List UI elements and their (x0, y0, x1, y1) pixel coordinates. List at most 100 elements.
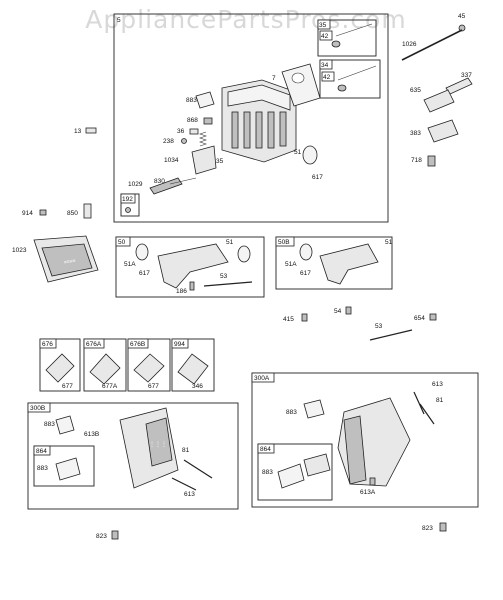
heat-shield-676B-part (133, 353, 165, 383)
intake-manifold-50B-part (319, 243, 379, 285)
callout-883b: 883 (286, 409, 297, 416)
callout-51b: 51 (226, 239, 234, 246)
valve-spring-part (199, 131, 207, 147)
callout-51c: 51 (385, 239, 393, 246)
gasket-883-864b-part (55, 457, 81, 481)
tube-53b-part (369, 329, 413, 341)
callout-50B: 50B (278, 239, 290, 246)
rocker-stud-part (189, 128, 199, 135)
callout-238: 238 (163, 138, 174, 145)
callout-36: 36 (177, 128, 185, 135)
assembly-box-994 (171, 338, 215, 392)
heat-shield-676A-part (89, 353, 121, 385)
callout-635: 635 (410, 87, 421, 94)
callout-613b: 613 (184, 491, 195, 498)
callout-864a: 864 (260, 446, 271, 453)
callout-823a: 823 (96, 533, 107, 540)
spark-plug-part (445, 77, 473, 95)
head-bolt-13-part (85, 127, 97, 134)
leader-830 (169, 177, 197, 185)
callout-7: 7 (272, 75, 276, 82)
callout-718: 718 (411, 157, 422, 164)
callout-883c: 883 (262, 469, 273, 476)
callout-994: 994 (174, 341, 185, 348)
callout-337: 337 (461, 72, 472, 79)
callout-tab-300B (27, 402, 51, 413)
stud-718-part (427, 155, 436, 167)
callout-53a: 53 (220, 273, 228, 280)
callout-613B: 613B (84, 431, 99, 438)
callout-1034: 1034 (164, 157, 179, 164)
gasket-51-box50-part (135, 243, 149, 261)
valve-retainer-part (331, 40, 341, 48)
callout-45: 45 (458, 13, 466, 20)
flange-864a-part (303, 453, 331, 477)
callout-883e: 883 (37, 465, 48, 472)
callout-676A: 676A (86, 341, 102, 348)
callout-tab-300A (251, 372, 275, 383)
screw-415-part (301, 313, 308, 322)
valve-keeper-part (337, 84, 347, 92)
spark-plug-boot-part (423, 89, 455, 113)
pushrod-end-part (458, 24, 466, 32)
pushrod-guide-part (181, 138, 187, 144)
callout-tab-34 (319, 59, 333, 70)
oil-bottle-850-part (83, 203, 92, 219)
watermark-text: AppliancePartsPros.com (85, 5, 406, 34)
assembly-box-676B (127, 338, 171, 392)
callout-tab-50B (275, 236, 295, 247)
callout-tab-994 (171, 338, 189, 349)
rocker-arm-383-part (427, 119, 459, 143)
callout-883d: 883 (44, 421, 55, 428)
bolt-823b-part (439, 522, 447, 532)
pushrod-1026-part (401, 29, 463, 61)
breather-cover-part (191, 145, 217, 175)
callout-192: 192 (122, 196, 133, 203)
assembly-box-300A (251, 372, 479, 508)
svg-text:≡≡≡≡: ≡≡≡≡ (64, 258, 76, 266)
cylinder-head-part (221, 79, 297, 163)
callout-617b: 617 (139, 270, 150, 277)
callout-54: 54 (334, 308, 342, 315)
subassembly-box-34-42 (319, 59, 381, 99)
callout-346: 346 (192, 383, 203, 390)
callout-tab-676A (83, 338, 105, 349)
callout-864b: 864 (36, 448, 47, 455)
callout-tab-42b (321, 71, 335, 82)
head-gasket-part (281, 63, 321, 107)
callout-81b: 81 (182, 447, 190, 454)
screw-54-part (345, 306, 352, 315)
screw-192-part (125, 207, 131, 213)
callout-35b: 35 (216, 158, 224, 165)
intake-manifold-50-part (157, 243, 229, 289)
callout-914: 914 (22, 210, 33, 217)
callout-53b: 53 (375, 323, 383, 330)
callout-tab-864b (33, 445, 51, 456)
callout-617a: 617 (312, 174, 323, 181)
callout-613A: 613A (360, 489, 376, 496)
heat-shield-994-part (177, 353, 209, 385)
gasket-883-300B-part (55, 415, 75, 435)
callout-1023: 1023 (12, 247, 27, 254)
callout-35a: 35 (319, 22, 327, 29)
assembly-box-cylinder-head (113, 13, 389, 223)
svg-text:⋮⋮⋮: ⋮⋮⋮ (149, 442, 167, 448)
callout-34: 34 (321, 62, 329, 69)
callout-tab-50 (115, 236, 131, 247)
callout-868: 868 (187, 117, 198, 124)
assembly-box-50B (275, 236, 393, 290)
bolt-823a-part (111, 530, 119, 540)
assembly-box-50 (115, 236, 265, 298)
callout-830: 830 (154, 178, 165, 185)
assembly-box-300B (27, 402, 239, 510)
muffler-300A-part (337, 397, 411, 487)
stud-613-300B-part (171, 477, 197, 491)
callout-677: 677 (62, 383, 73, 390)
exhaust-valve-stem (335, 23, 373, 37)
bolt-613A-part (369, 477, 376, 486)
subassembly-box-42-35 (317, 19, 377, 57)
gasket-883-part (195, 91, 215, 109)
callout-654: 654 (414, 315, 425, 322)
